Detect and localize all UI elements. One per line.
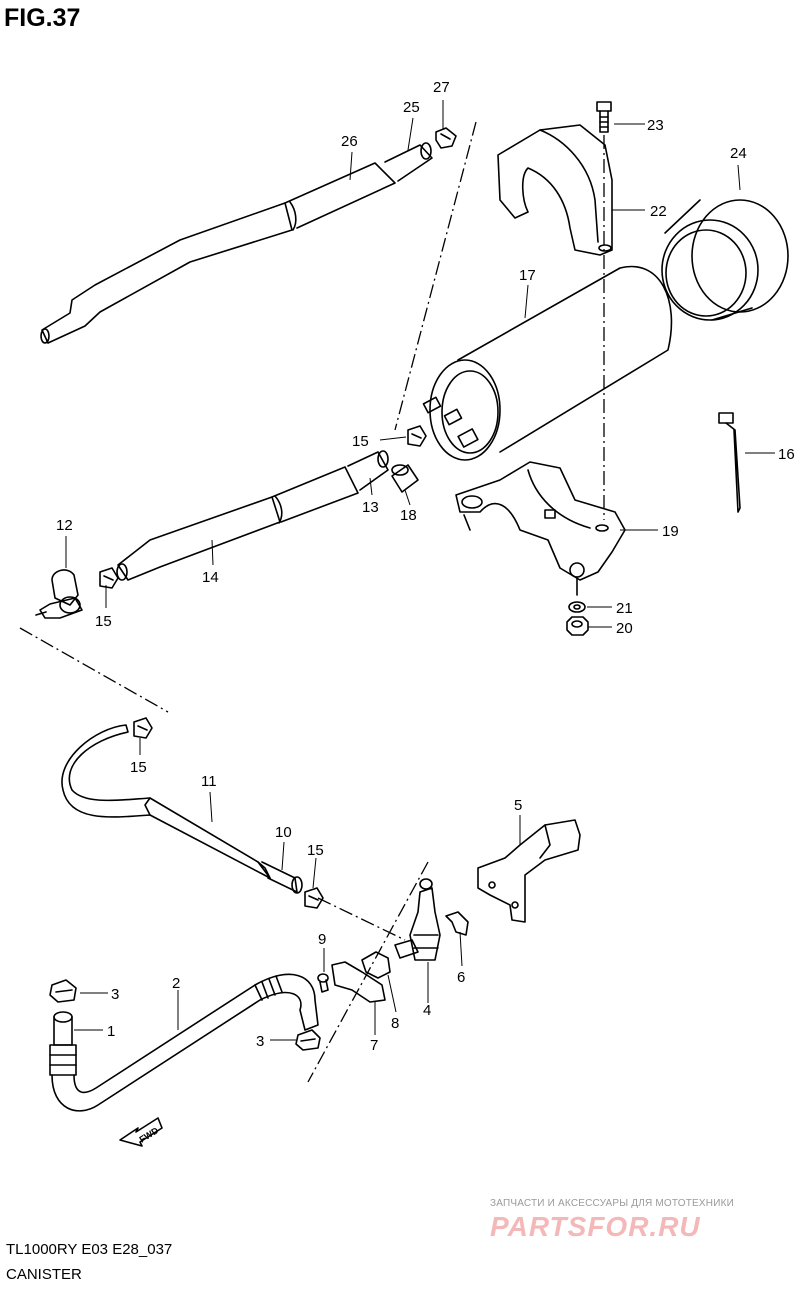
model-code: TL1000RY E03 E28_037 — [6, 1241, 173, 1258]
watermark-logo: PARTSFOR.RU — [490, 1211, 701, 1242]
hose-14[interactable] — [116, 466, 359, 581]
cap-18[interactable] — [391, 464, 419, 493]
clamp-15-d[interactable] — [304, 887, 324, 909]
part-label-12: 12 — [56, 517, 73, 534]
hose-13[interactable] — [347, 450, 389, 491]
clamp-15-c[interactable] — [133, 717, 153, 739]
part-label-10: 10 — [275, 824, 292, 841]
part-label-15-c: 15 — [130, 759, 147, 776]
part-label-15-a: 15 — [352, 433, 369, 450]
bolt-23[interactable] — [596, 101, 612, 133]
part-label-16: 16 — [778, 446, 795, 463]
part-label-1: 1 — [107, 1023, 115, 1040]
section-name: CANISTER — [6, 1266, 82, 1283]
part-label-15-d: 15 — [307, 842, 324, 859]
part-label-15-b: 15 — [95, 613, 112, 630]
hose-25[interactable] — [384, 142, 433, 182]
screw-9[interactable] — [317, 973, 329, 993]
hose-11[interactable] — [61, 724, 271, 879]
part-label-5: 5 — [514, 797, 522, 814]
part-label-20: 20 — [616, 620, 633, 637]
part-label-19: 19 — [662, 523, 679, 540]
hose-26[interactable] — [40, 162, 396, 344]
clamp-15-b[interactable] — [99, 567, 119, 589]
bracket-5[interactable] — [477, 819, 581, 923]
part-label-24: 24 — [730, 145, 747, 162]
watermark-tagline: ЗАПЧАСТИ И АКСЕССУАРЫ ДЛЯ МОТОТЕХНИКИ — [490, 1198, 735, 1209]
washer-21[interactable] — [568, 601, 586, 613]
fwd-arrow-icon — [119, 1117, 163, 1147]
hose-10[interactable] — [261, 861, 303, 894]
part-label-14: 14 — [202, 569, 219, 586]
bracket-19[interactable] — [455, 461, 626, 596]
clamp-15-a[interactable] — [407, 425, 427, 447]
clamp-3-top[interactable] — [49, 979, 77, 1003]
ring-24[interactable] — [661, 199, 789, 321]
hose-2[interactable] — [51, 973, 319, 1112]
part-label-4: 4 — [423, 1002, 431, 1019]
part-label-25: 25 — [403, 99, 420, 116]
part-label-8: 8 — [391, 1015, 399, 1032]
part-label-3-bottom: 3 — [256, 1033, 264, 1050]
pipe-1[interactable] — [49, 1011, 77, 1076]
clamp-27[interactable] — [435, 127, 457, 149]
tie-strap-16[interactable] — [718, 412, 741, 513]
part-label-6: 6 — [457, 969, 465, 986]
valve-4[interactable] — [394, 878, 441, 961]
ref-line-25-15 — [394, 121, 477, 431]
part-label-21: 21 — [616, 600, 633, 617]
bracket-22[interactable] — [497, 124, 613, 256]
part-label-23: 23 — [647, 117, 664, 134]
part-label-7: 7 — [370, 1037, 378, 1054]
ref-line-15 — [19, 627, 169, 713]
part-label-27: 27 — [433, 79, 450, 96]
part-label-13: 13 — [362, 499, 379, 516]
part-label-2: 2 — [172, 975, 180, 992]
part-label-9: 9 — [318, 931, 326, 948]
canister-17[interactable] — [422, 265, 673, 461]
clamp-3-bottom[interactable] — [295, 1029, 321, 1051]
ref-line-15-valve — [317, 897, 406, 941]
part-label-18: 18 — [400, 507, 417, 524]
part-label-3-top: 3 — [111, 986, 119, 1003]
joint-12[interactable] — [35, 569, 83, 619]
part-label-26: 26 — [341, 133, 358, 150]
nut-20[interactable] — [566, 616, 589, 636]
part-label-11: 11 — [201, 773, 217, 790]
part-label-17: 17 — [519, 267, 536, 284]
figure-title: FIG.37 — [4, 4, 81, 32]
collar-8[interactable] — [361, 951, 391, 979]
ref-line-valve-3 — [307, 861, 429, 1083]
part-label-22: 22 — [650, 203, 667, 220]
bracket-7[interactable] — [331, 961, 386, 1003]
clip-6[interactable] — [445, 911, 469, 936]
